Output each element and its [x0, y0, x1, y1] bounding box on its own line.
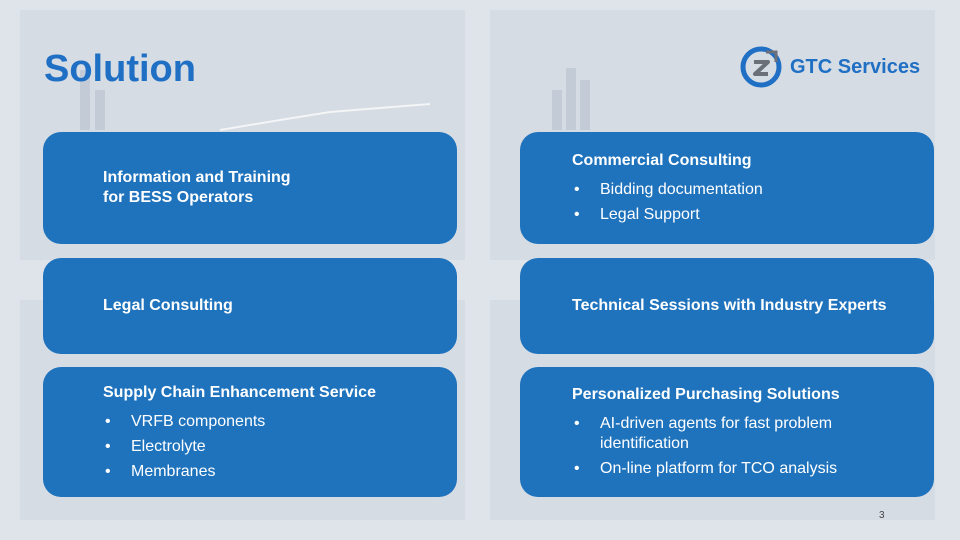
card-title: Supply Chain Enhancement Service — [103, 383, 376, 401]
list-item: Electrolyte — [103, 437, 457, 457]
gtc-logo-icon — [740, 46, 782, 88]
card-commercial-consulting: Commercial Consulting Bidding documentat… — [520, 132, 934, 244]
card-title: Commercial Consulting — [572, 152, 752, 169]
card-technical-sessions: Technical Sessions with Industry Experts — [520, 258, 934, 354]
card-personalized-purchasing: Personalized Purchasing Solutions AI-dri… — [520, 367, 934, 497]
card-legal-consulting: Legal Consulting — [43, 258, 457, 354]
list-item: VRFB components — [103, 412, 457, 432]
card-title-line-1: Information and Training — [103, 169, 291, 186]
card-title: Technical Sessions with Industry Experts — [572, 297, 887, 314]
list-item: Membranes — [103, 462, 457, 482]
card-information-training: Information and Training for BESS Operat… — [43, 132, 457, 244]
list-item: AI-driven agents for fast problem identi… — [572, 414, 894, 454]
list-item: On-line platform for TCO analysis — [572, 459, 894, 479]
card-title-line-2: for BESS Operators — [103, 189, 254, 206]
card-supply-chain: Supply Chain Enhancement Service VRFB co… — [43, 367, 457, 497]
bullet-list: Bidding documentation Legal Support — [572, 175, 894, 225]
logo-text: GTC Services — [790, 55, 921, 78]
card-title: Legal Consulting — [103, 297, 233, 314]
company-logo: GTC Services — [740, 46, 920, 88]
card-title: Personalized Purchasing Solutions — [572, 386, 840, 403]
slide-title: Solution — [44, 48, 196, 90]
list-item: Bidding documentation — [572, 180, 894, 200]
page-number: 3 — [879, 510, 885, 521]
bullet-list: AI-driven agents for fast problem identi… — [572, 409, 894, 479]
card-title: Information and Training for BESS Operat… — [103, 168, 457, 208]
list-item: Legal Support — [572, 205, 894, 225]
bullet-list: VRFB components Electrolyte Membranes — [103, 407, 457, 482]
